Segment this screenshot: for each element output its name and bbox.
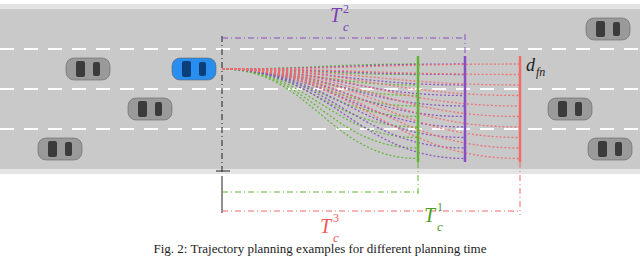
trajectory-sample: [222, 69, 520, 138]
origin-line: [222, 36, 223, 172]
trajectory-sample: [222, 69, 418, 159]
car-window: [558, 101, 567, 117]
car: [38, 138, 82, 160]
car-window: [613, 22, 620, 36]
lane-line: [0, 128, 640, 130]
trajectory-sample: [222, 69, 520, 159]
car-window: [138, 101, 147, 117]
car-window: [76, 61, 85, 77]
car-roof: [147, 103, 155, 115]
car: [586, 18, 630, 40]
car-window: [596, 21, 605, 37]
dimension-tick: [418, 162, 419, 196]
math-label: d: [526, 56, 535, 74]
road-edge: [0, 169, 640, 174]
math-label: c: [437, 220, 443, 233]
trajectory-sample: [222, 69, 520, 106]
trajectory-sample: [222, 69, 520, 127]
trajectory-sample: [222, 69, 465, 148]
car-window: [93, 62, 100, 76]
car-body: [66, 58, 110, 80]
trajectory-sample: [222, 69, 418, 138]
car-window: [48, 141, 57, 157]
car: [172, 58, 216, 80]
lane-line: [0, 48, 640, 50]
origin-tick: [216, 171, 230, 172]
car-roof: [605, 23, 613, 35]
car-roof: [57, 143, 65, 155]
horizon-line: [519, 56, 522, 162]
horizon-line: [464, 56, 467, 162]
car-body: [38, 138, 82, 160]
car: [66, 58, 110, 80]
math-label: 3: [333, 212, 339, 224]
car-roof: [607, 143, 615, 155]
car-roof: [85, 63, 93, 75]
trajectory-sample: [222, 69, 465, 159]
car-body: [548, 98, 592, 120]
car-body: [586, 18, 630, 40]
car-body: [172, 58, 216, 80]
math-label: 1: [437, 201, 443, 213]
car-window: [182, 61, 191, 77]
math-label: T: [320, 216, 331, 236]
cars: [38, 18, 632, 160]
road-surface: [0, 4, 640, 174]
trajectory-sample: [222, 69, 520, 148]
dimension-line: [222, 37, 465, 38]
car-body: [588, 138, 632, 160]
trajectory-sample: [222, 69, 418, 117]
car-roof: [567, 103, 575, 115]
car-window: [65, 142, 72, 156]
dimension-line: [222, 191, 418, 192]
dimension-tick: [465, 34, 466, 56]
horizon-line: [417, 56, 420, 162]
trajectory-sample: [222, 69, 418, 148]
math-label: T: [424, 205, 435, 225]
car-window: [598, 141, 607, 157]
origin-line: [222, 176, 223, 213]
math-label: T: [330, 5, 341, 25]
math-label: 2: [343, 3, 349, 15]
trajectories: [222, 64, 520, 159]
road-edge: [0, 4, 640, 9]
math-label: fn: [536, 66, 545, 78]
car-window: [155, 102, 162, 116]
math-label: c: [343, 20, 349, 33]
car-body: [128, 98, 172, 120]
dimension-line: [222, 210, 520, 211]
dimension-tick: [520, 162, 521, 215]
car: [128, 98, 172, 120]
car-roof: [191, 63, 199, 75]
car-window: [199, 62, 206, 76]
car: [588, 138, 632, 160]
car-window: [575, 102, 582, 116]
trajectory-sample: [222, 69, 520, 117]
car-window: [615, 142, 622, 156]
trajectory-sample: [222, 64, 520, 69]
car: [548, 98, 592, 120]
trajectory-sample: [222, 69, 465, 138]
figure-caption: Fig. 2: Trajectory planning examples for…: [153, 242, 486, 255]
